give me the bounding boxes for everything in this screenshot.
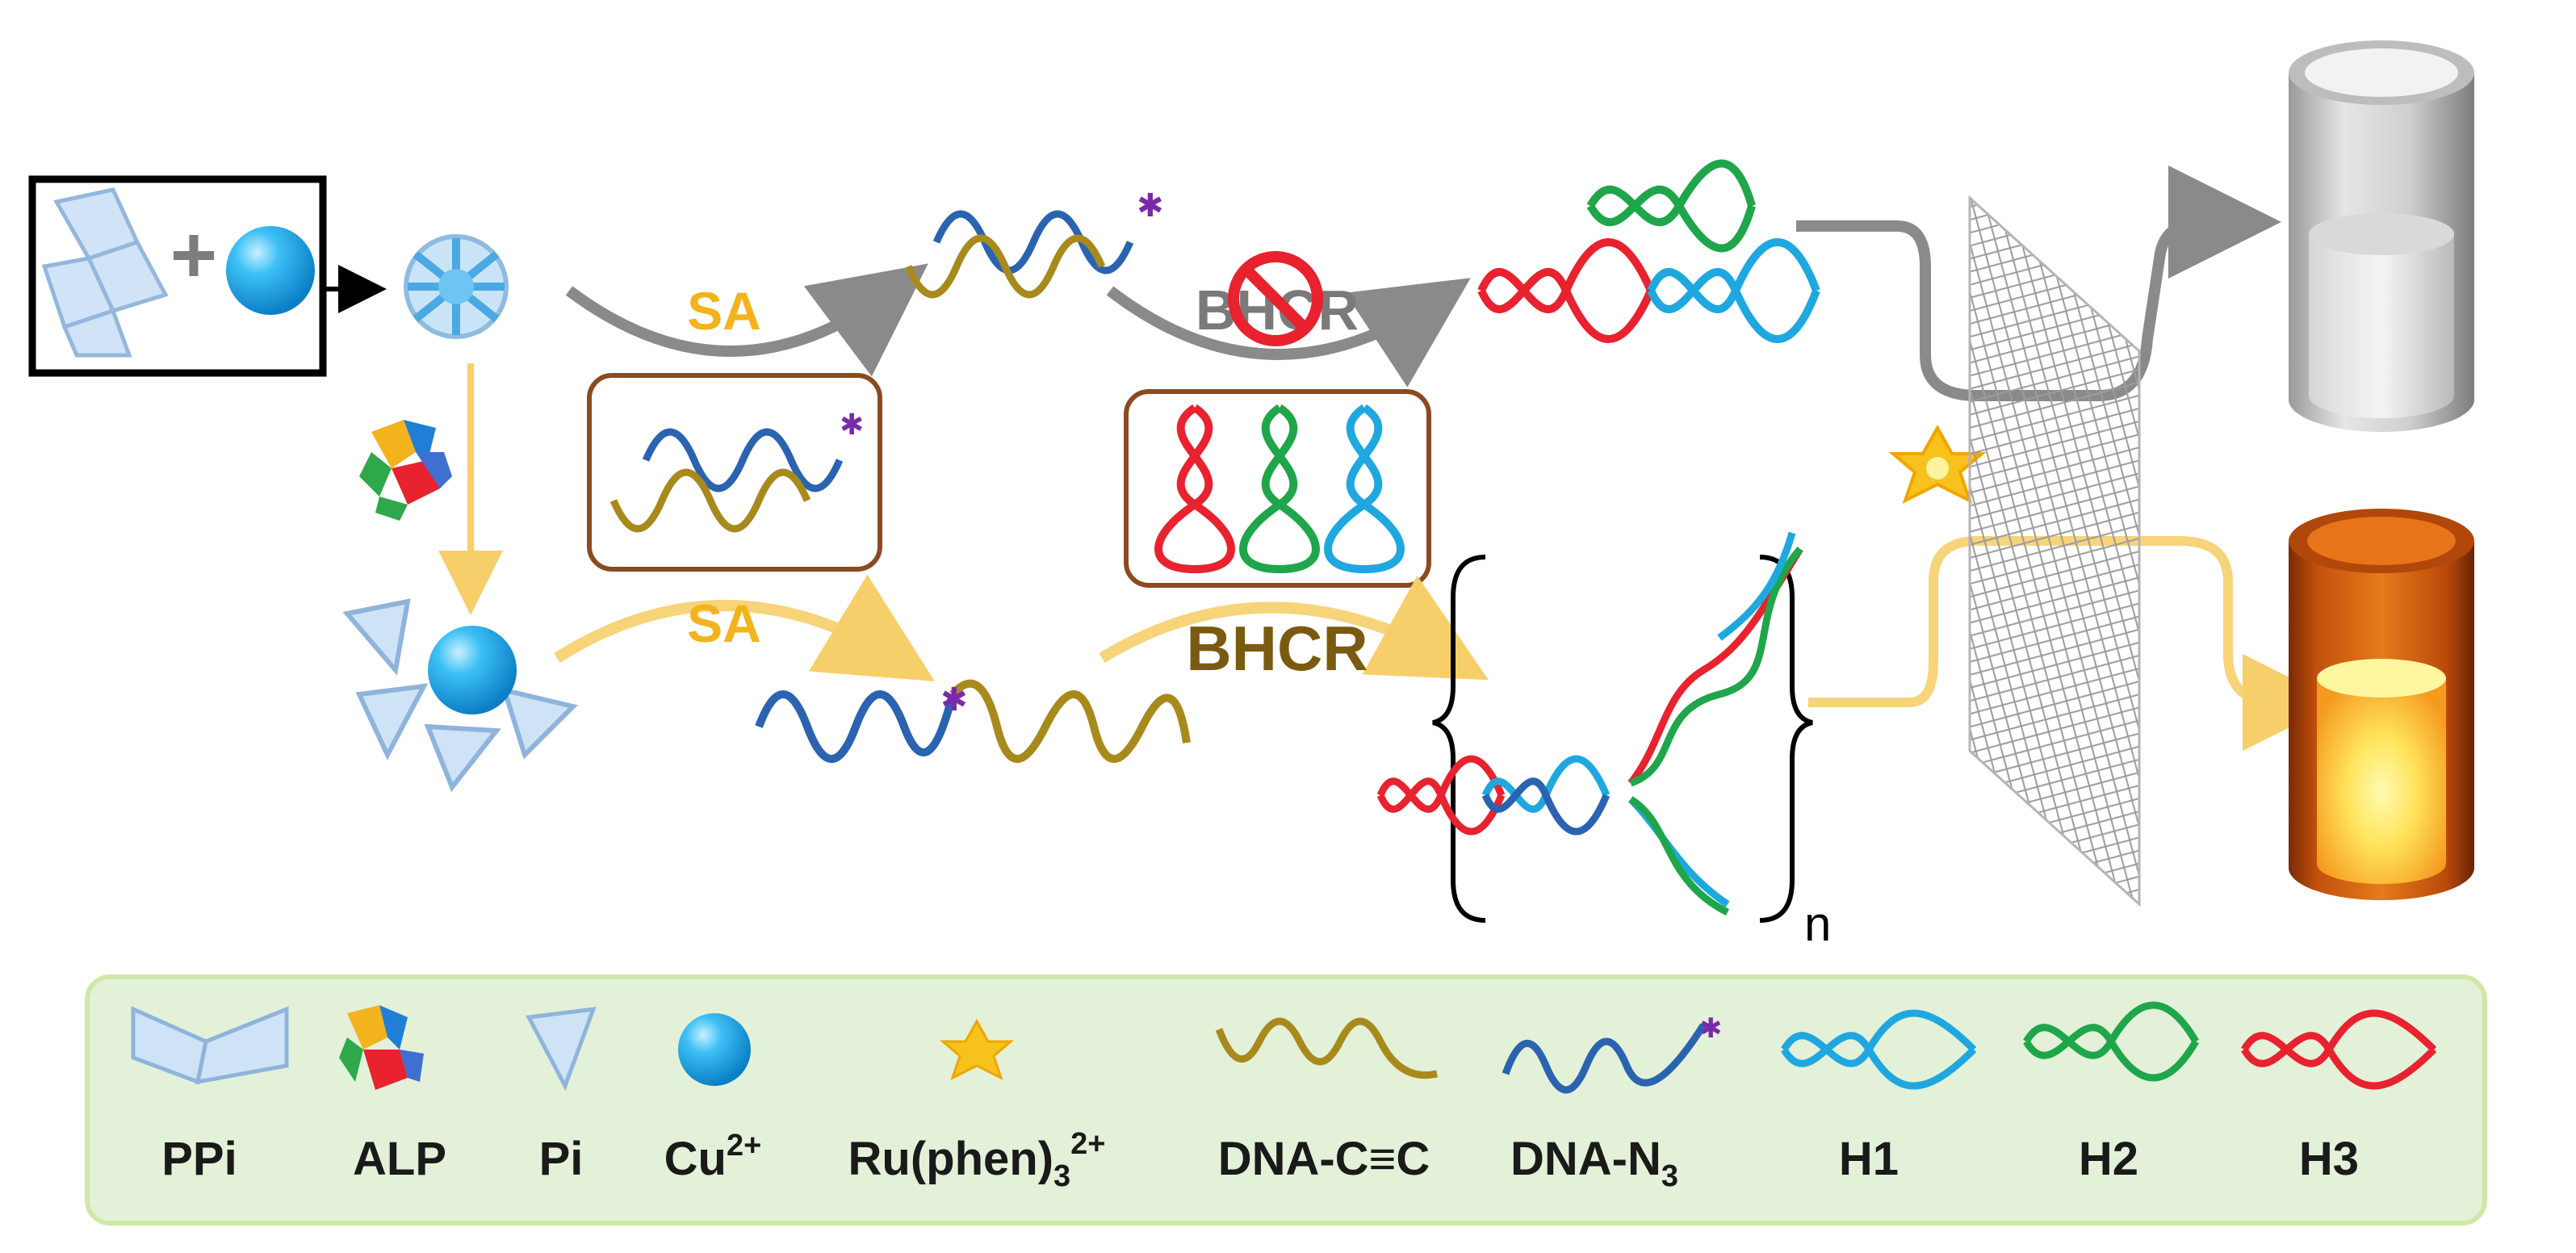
h1-free-strand	[1647, 238, 1820, 343]
legend-label-ru: Ru(phen)32+	[848, 1127, 1106, 1193]
alp-enzyme-icon	[359, 420, 452, 521]
legend-dna-azide-icon: ✱	[1502, 1012, 1723, 1094]
sa-bottom-arrow	[554, 574, 935, 681]
graphene-oxide-sheet	[1968, 195, 2141, 907]
legend-label-dna-azide: DNA-N3	[1510, 1133, 1678, 1193]
azide-star-box: ✱	[840, 409, 864, 442]
repeat-n-label: n	[1804, 897, 1831, 951]
legend-panel	[85, 974, 2487, 1226]
legend-label-alp: ALP	[353, 1133, 446, 1185]
sa-bottom-label: SA	[687, 593, 761, 653]
brace-left	[1432, 555, 1486, 923]
dna-pair-box-strands	[609, 428, 844, 533]
legend-alp-icon	[339, 1005, 424, 1090]
hairpin-box-h2	[1239, 404, 1320, 573]
brace-right	[1759, 555, 1813, 923]
legend-label-h2: H2	[2079, 1133, 2138, 1185]
cu-free-icon	[428, 626, 517, 715]
legend-label-dna-alkyne: DNA-C≡C	[1218, 1133, 1430, 1185]
hairpin-box-h3	[1154, 404, 1235, 573]
legend-ru-icon	[939, 1018, 1015, 1080]
cu-ball-icon	[226, 226, 315, 315]
hairpin-box	[1124, 389, 1431, 588]
legend-pi-icon	[526, 1007, 597, 1092]
h3-free-strand	[1477, 238, 1655, 343]
pi-cluster-icon	[342, 598, 578, 792]
legend-label-cu: Cu2+	[664, 1129, 762, 1185]
h2-free-strand	[1586, 159, 1756, 253]
triazole-star: ✱	[940, 681, 968, 719]
ppi-cu-complex-icon	[404, 234, 509, 339]
yellow-path-to-tube	[1808, 536, 2339, 751]
sa-top-label: SA	[687, 281, 761, 341]
bhcr-top-label: BHCR	[1196, 279, 1359, 342]
no-reaction-icon	[1228, 251, 1323, 346]
legend-label-h1: H1	[1839, 1133, 1899, 1185]
legend-h1-icon	[1781, 1009, 1977, 1090]
legend-label-h3: H3	[2299, 1133, 2359, 1185]
azide-star-top: ✱	[1137, 187, 1164, 224]
branched-dna-product	[1376, 531, 1803, 916]
legend-h3-icon	[2241, 1009, 2437, 1090]
plus-sign: +	[170, 210, 217, 300]
legend-ppi-icon	[131, 1006, 289, 1085]
bhcr-bottom-label: BHCR	[1186, 613, 1368, 684]
hairpin-box-h1	[1324, 404, 1405, 573]
dna-pair-unligated	[904, 210, 1134, 299]
legend-h2-icon	[2023, 1001, 2199, 1082]
legend-dna-alkyne-icon	[1215, 1017, 1438, 1079]
svg-text:✱: ✱	[1699, 1012, 1723, 1045]
bhcr-bottom-arrow	[1099, 576, 1489, 681]
legend-label-ppi: PPi	[161, 1133, 237, 1185]
dna-ligated	[755, 679, 1191, 763]
ppi-crystal-icon	[41, 187, 169, 358]
sa-top-arrow	[565, 263, 928, 377]
legend-cu-icon	[678, 1013, 751, 1086]
tube-no-fluorescence	[2289, 40, 2474, 432]
tube-fluorescence	[2289, 509, 2474, 900]
legend-label-pi: Pi	[539, 1133, 584, 1185]
bhcr-top-arrow	[1106, 278, 1471, 388]
